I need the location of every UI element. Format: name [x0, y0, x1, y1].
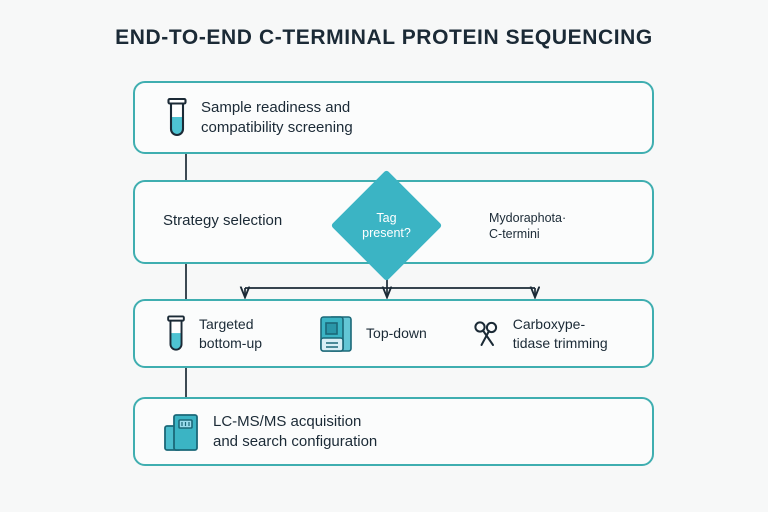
step-1-label: Sample readiness and compatibility scree… [201, 98, 353, 136]
scissors-icon [472, 319, 502, 349]
decision-label: Tag present? [362, 210, 411, 240]
step-box-strategy-options[interactable]: Targeted bottom-up Top-down [133, 299, 654, 368]
ms-instrument-icon [162, 410, 202, 454]
step-4-content: LC-MS/MS acquisition and search configur… [162, 410, 377, 454]
step-box-sample-readiness[interactable]: Sample readiness and compatibility scree… [133, 81, 654, 154]
page-title: END-TO-END C-TERMINAL PROTEIN SEQUENCING [115, 26, 653, 49]
test-tube-icon [164, 96, 190, 140]
step-4-label: LC-MS/MS acquisition and search configur… [213, 412, 378, 450]
decision-diamond-tag-present[interactable]: Tag present? [330, 169, 443, 282]
option-3-label: Carboxype- tidase trimming [512, 316, 608, 351]
option-targeted-bottom-up[interactable]: Targeted bottom-up [164, 313, 262, 355]
step-3-content: Targeted bottom-up Top-down [135, 313, 652, 355]
option-1-label: Targeted bottom-up [199, 316, 263, 351]
decision-branch-note: Mydoraphota· C-termini [489, 211, 567, 241]
option-top-down[interactable]: Top-down [317, 313, 427, 355]
step-box-lcmsms-acquisition[interactable]: LC-MS/MS acquisition and search configur… [133, 397, 654, 466]
strategy-selection-label: Strategy selection [163, 212, 283, 229]
option-carboxypeptidase-trimming[interactable]: Carboxype- tidase trimming [472, 315, 608, 352]
step-1-content: Sample readiness and compatibility scree… [164, 96, 353, 140]
test-tube-icon [164, 313, 188, 355]
instrument-panel-icon [317, 313, 355, 355]
option-2-label: Top-down [366, 325, 427, 342]
